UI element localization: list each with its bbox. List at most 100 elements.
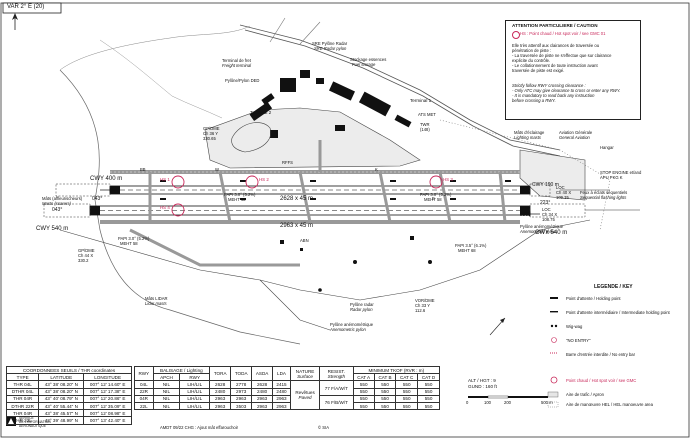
rwy-col-cat-a: CAT A bbox=[352, 373, 375, 382]
label-pylone-ped: Pylône/Pylon DED bbox=[225, 78, 260, 83]
label-papi-2-meht: MEHT 58 bbox=[424, 197, 442, 202]
label-feux: Feux à éclats séquentiels bbox=[580, 190, 628, 195]
thr-cell: 007° 12' 17.38" E bbox=[83, 387, 132, 396]
rwy-col-cat-b: CAT B bbox=[373, 373, 397, 382]
label-gp-dme: GP/DME bbox=[203, 126, 220, 131]
thr-cell: 007° 12' 20.86" E bbox=[83, 394, 132, 403]
legend-symbols bbox=[547, 297, 559, 408]
rwy-cell: LIH/LIL bbox=[179, 394, 211, 403]
thr-cell: 007° 12' 14.60" E bbox=[83, 380, 132, 389]
thr-col-lon: LONGITUDE bbox=[83, 373, 132, 382]
thr-cell: 43° 38' 08.20" N bbox=[38, 380, 85, 389]
rwy-cell: 550 bbox=[352, 380, 375, 389]
label-sre-en: SRE Radar pylon bbox=[314, 46, 347, 51]
label-terminal-fret: Terminal de fret bbox=[222, 58, 251, 63]
label-twy-e: E bbox=[432, 196, 435, 201]
label-vor-ch: Ch 33 Y bbox=[415, 303, 431, 308]
label-vor-dme: VOR/DME bbox=[415, 298, 435, 303]
hot-spot-note: HS : Point chaud / Hot spot voir / see G… bbox=[520, 31, 606, 36]
label-hangar: Hangar bbox=[600, 145, 614, 150]
label-hdg-043-a: 043° bbox=[92, 196, 103, 202]
rwy-cell: 2963 bbox=[209, 401, 232, 411]
sia-name-2: DE L'INFORMATION bbox=[19, 420, 51, 424]
heading-arrows bbox=[100, 187, 540, 217]
rwy-nature-fr: Revêtues bbox=[295, 390, 315, 396]
label-rffs: RFFS bbox=[282, 160, 293, 165]
scale-500: 500 m bbox=[541, 400, 553, 405]
rwy-cell: 2415 bbox=[271, 380, 292, 389]
label-terminal-1: Terminal 1 bbox=[410, 98, 432, 103]
label-gp2: GP/DME bbox=[78, 248, 95, 253]
caution-title: ATTENTION PARTICULIERE / CAUTION bbox=[512, 23, 598, 28]
label-pylone-anemo-2: Pylône anémométrique bbox=[330, 322, 374, 327]
thr-col-lat: LATITUDE bbox=[38, 373, 85, 382]
rwy-cell: 04R bbox=[134, 394, 154, 403]
label-twy-w: W bbox=[215, 167, 219, 172]
rwy-cell: 550 bbox=[417, 401, 440, 411]
thr-coordinates-table: COORDONNEES SEUILS / THR coordinates TYP… bbox=[5, 365, 132, 425]
rwy-col-rwy-lighting: RWY bbox=[179, 373, 211, 382]
lighting-mast-line bbox=[439, 119, 611, 231]
rwy-cell: 550 bbox=[417, 387, 440, 396]
rwy-col-rwy: RWY bbox=[134, 365, 154, 382]
rwy-col-tora: TORA bbox=[209, 365, 232, 382]
label-hs-3: HS 3 bbox=[443, 177, 453, 182]
rwy-cell: NIL bbox=[152, 394, 181, 403]
label-mats-lidar-en: Lidar masts bbox=[145, 301, 167, 306]
north-arrow-small-icon bbox=[489, 317, 506, 336]
scale-0: 0 bbox=[466, 400, 469, 405]
caution-box: ATTENTION PARTICULIERE / CAUTION HS : Po… bbox=[505, 20, 641, 120]
label-sre: SRE Pylône Radar bbox=[312, 41, 348, 46]
rwy-cell: 550 bbox=[417, 394, 440, 403]
label-abn: ABN bbox=[300, 238, 309, 243]
label-aviation-generale: Aviation Générale bbox=[559, 130, 593, 135]
rwy-cell: 550 bbox=[373, 387, 397, 396]
rwy-cell: 2778 bbox=[230, 380, 253, 389]
label-mats-affleur: Mâts (affleurischeurs) bbox=[42, 196, 83, 201]
thr-col-type: TYPE bbox=[5, 373, 40, 382]
label-cwy-190: CWY 190 m bbox=[532, 182, 559, 188]
label-hs-4: HS 4 bbox=[160, 205, 170, 210]
hot-spot-3-icon bbox=[429, 175, 443, 189]
label-runway-2-dims: 2963 x 45 m bbox=[280, 223, 314, 229]
clearway-east-south bbox=[529, 203, 586, 218]
rwy-resist-cell: 76 F/B/W/T bbox=[319, 394, 354, 411]
label-terminal-2: Terminal 2 bbox=[250, 110, 272, 115]
rwy-resist-cell: 77 F/A/W/T bbox=[319, 380, 354, 396]
rwy-cell: NIL bbox=[152, 387, 181, 396]
legend-title: LEGENDE / KEY bbox=[594, 284, 633, 290]
holding-points bbox=[160, 180, 511, 200]
label-loc-1: LOC bbox=[556, 185, 565, 190]
label-stop-engine: STOP ENGINE et/and bbox=[600, 170, 642, 175]
road-main bbox=[239, 24, 561, 151]
label-twr-height: (148) bbox=[420, 127, 430, 132]
rwy-cell: 550 bbox=[352, 394, 375, 403]
rwy-col-toda: TODA bbox=[230, 365, 253, 382]
note-fr-4: explicite du contrôle. bbox=[512, 58, 551, 63]
label-pylone-anemo-2-en: Anemometric pylon bbox=[330, 327, 366, 332]
label-aviation-generale-en: General Aviation bbox=[559, 135, 590, 140]
rwy-col-resist-fr: RESIST. bbox=[327, 368, 345, 374]
label-ats-met: ATS MET bbox=[418, 112, 436, 117]
thr-cell: 43° 40' 08.79" N bbox=[38, 394, 85, 403]
rwy-cell: 2973 bbox=[230, 387, 253, 396]
rwy-cell: LIH/LIL bbox=[179, 380, 211, 389]
label-stockage-en: Fuel storage bbox=[352, 62, 376, 67]
label-hs-2: HS 2 bbox=[259, 177, 269, 182]
rwy-cell: 2963 bbox=[251, 394, 273, 403]
rwy-cell: 550 bbox=[417, 380, 440, 389]
label-runway-1-dims: 2628 x 45 m bbox=[280, 196, 314, 202]
label-cwy-540-west: CWY 540 m bbox=[36, 226, 69, 232]
rwy-cell: LIH/LIL bbox=[179, 387, 211, 396]
thr-cell: THR 04R bbox=[5, 409, 40, 418]
rwy-nature-en: Paved bbox=[298, 395, 312, 401]
rwy-col-lda: LDA bbox=[271, 365, 292, 382]
rwy-cell: 22R bbox=[134, 387, 154, 396]
runway-table: RWY BALISAGE / Lighting TORA TODA ASDA L… bbox=[134, 365, 441, 411]
